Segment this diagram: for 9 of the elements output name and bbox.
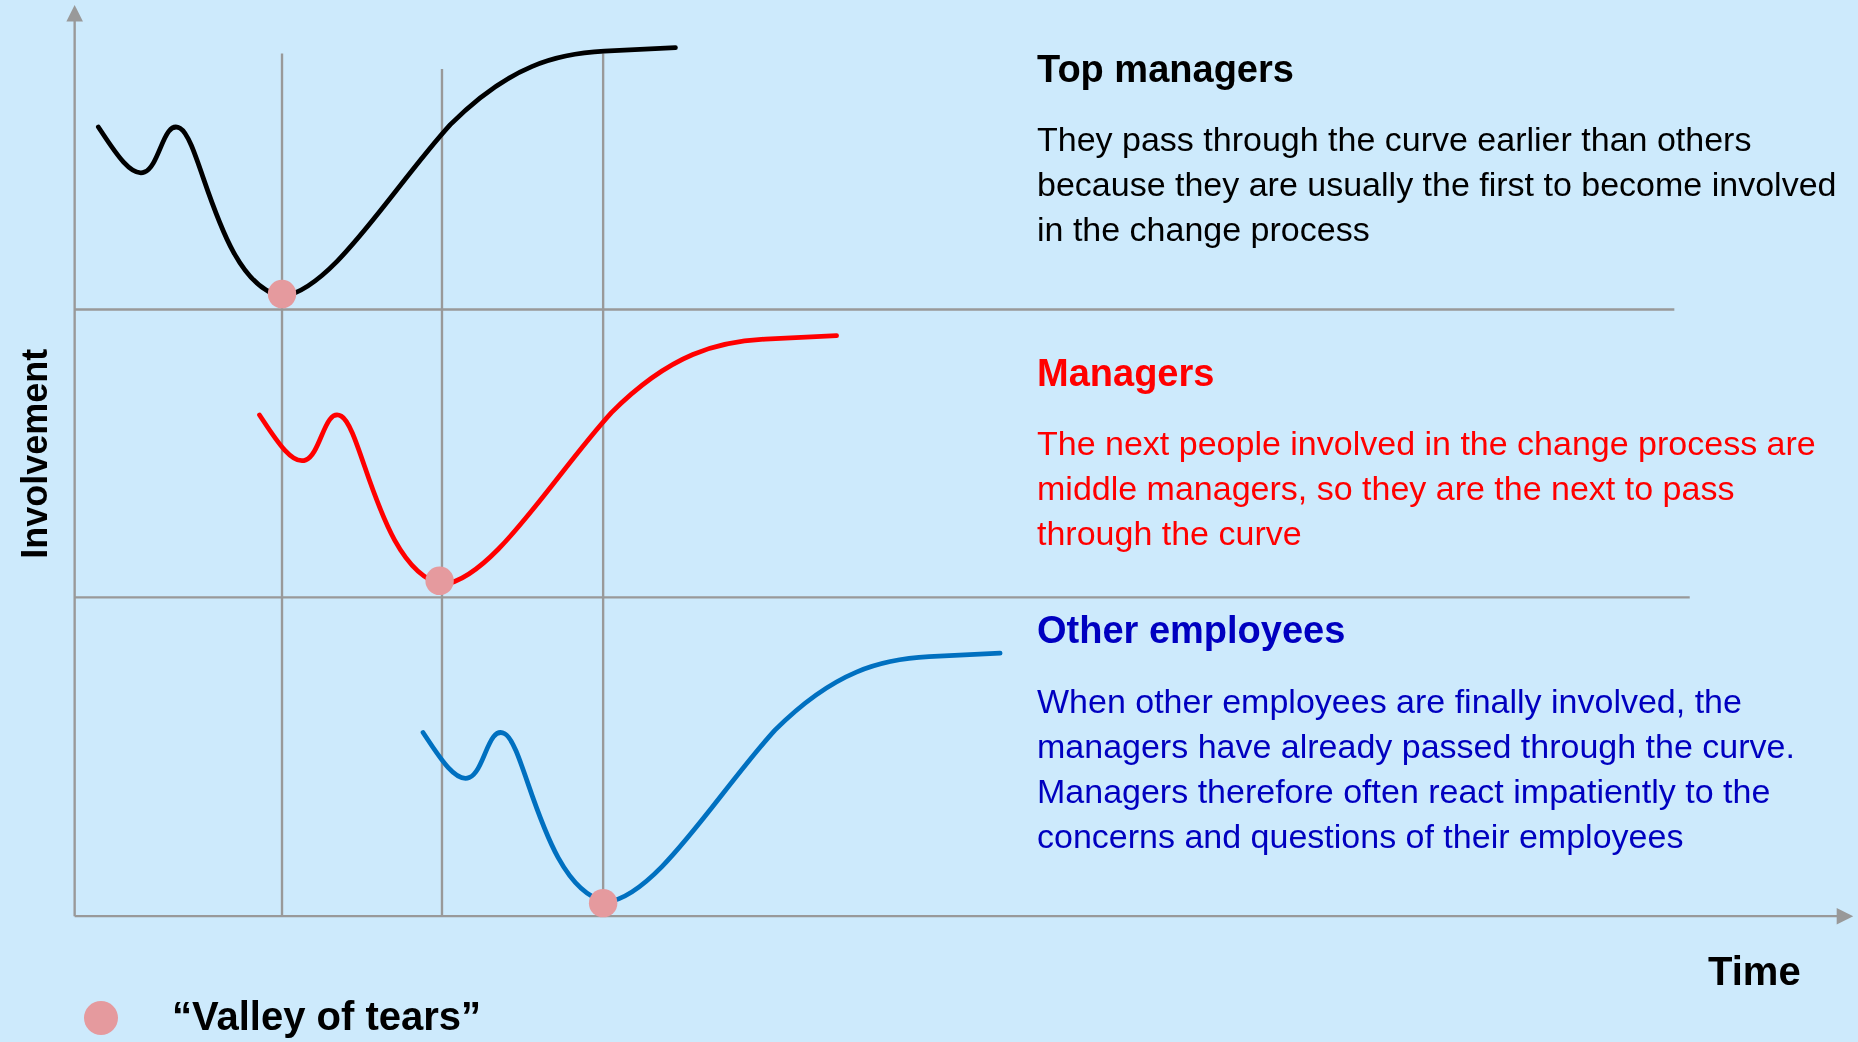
group-heading: Other employees	[1037, 608, 1347, 653]
description-text: When other employees are finally involved, the managers have already passed through the curve. Managers therefore often react impatiently to the concerns and questions of their employees	[1037, 681, 1796, 857]
axis-label: Time	[1708, 948, 1802, 995]
axis-label: Involvement	[13, 348, 57, 559]
group-heading: Top managers	[1037, 47, 1295, 92]
description-text: They pass through the curve earlier than others because they are usually the first to become involved in the change process	[1037, 119, 1837, 250]
group-heading: Managers	[1037, 351, 1216, 396]
description-text: The next people involved in the change process are middle managers, so they are the next to pass through the curve	[1037, 423, 1817, 554]
legend-text: “Valley of tears”	[172, 994, 482, 1039]
